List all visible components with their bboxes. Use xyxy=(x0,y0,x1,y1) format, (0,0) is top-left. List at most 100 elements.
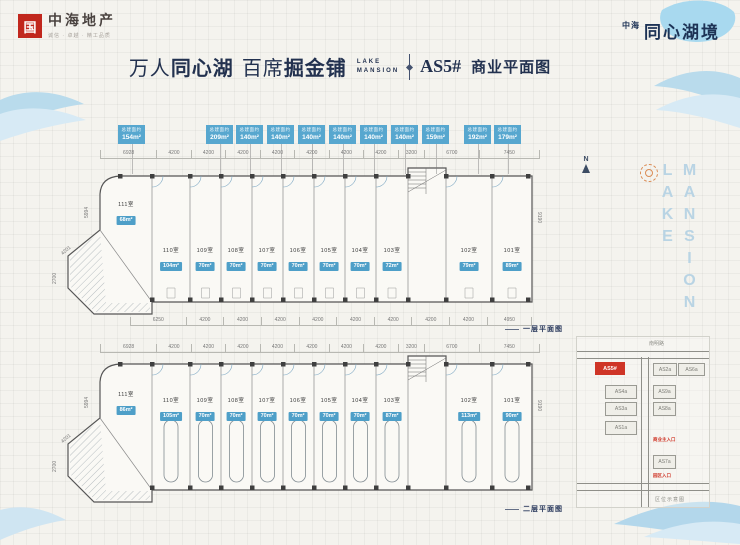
dimension-value: 4200 xyxy=(226,344,261,352)
unit-room: 101室 xyxy=(503,248,521,254)
unit-area: 87m² xyxy=(382,411,402,421)
title-part1-light: 万人 xyxy=(128,58,171,80)
brand-glyph: 国 xyxy=(23,19,37,35)
badge-value: 140m² xyxy=(302,134,321,141)
dimension-value: 4200 xyxy=(300,317,338,325)
dimension-value: 9190 xyxy=(536,400,542,412)
dimension-value: 4200 xyxy=(337,317,375,325)
unit-area: 70m² xyxy=(195,261,215,271)
badge-value: 192m² xyxy=(468,134,487,141)
dimension-value: 4200 xyxy=(364,344,399,352)
unit-area: 113m² xyxy=(458,411,480,421)
unit-label: 101室 89m² xyxy=(502,246,522,272)
unit-label: 103室 72m² xyxy=(382,246,402,272)
title-part2-light: 百席 xyxy=(241,58,284,80)
badge-value: 140m² xyxy=(240,134,259,141)
badge-caption: 总建面约 xyxy=(425,127,446,132)
unit-label: 109室 70m² xyxy=(195,246,215,272)
total-area-badge: 总建面约 192m² xyxy=(464,125,491,174)
unit-label: 111室 68m² xyxy=(116,200,136,226)
badge-caption: 总建面约 xyxy=(467,127,488,132)
unit-label: 103室 87m² xyxy=(382,396,402,422)
floor2-plan-drawing xyxy=(67,355,533,503)
badge-caption: 总建面约 xyxy=(301,127,322,132)
unit-room: 102室 xyxy=(460,248,478,254)
dimension-value: 5994 xyxy=(84,396,90,408)
unit-area: 68m² xyxy=(116,215,136,225)
dimension-value: 4200 xyxy=(295,344,330,352)
title-cn: 万人同心湖百席掘金铺 xyxy=(129,52,347,81)
page-title: 万人同心湖百席掘金铺 LAKE MANSION AS5# 商业平面图 xyxy=(0,52,680,81)
map-plot: AS2a xyxy=(653,363,677,376)
unit-area: 70m² xyxy=(319,411,339,421)
badge-caption: 总建面约 xyxy=(363,127,384,132)
unit-area: 70m² xyxy=(350,261,370,271)
unit-room: 105室 xyxy=(320,398,338,404)
floor2-caption: 二层平面图 xyxy=(505,504,563,514)
brand-tagline: 诚信 · 卓越 · 精工品质 xyxy=(48,33,111,40)
brand-logo: 国 中海地产 诚信 · 卓越 · 精工品质 xyxy=(18,14,116,39)
dimension-value: 3200 xyxy=(399,344,426,352)
dimension-value: 4200 xyxy=(330,150,365,158)
map-plot: AS8a xyxy=(653,402,676,416)
dimension-value: 5994 xyxy=(84,206,90,218)
badge-caption: 总建面约 xyxy=(239,127,260,132)
unit-room: 110室 xyxy=(162,248,180,254)
unit-room: 103室 xyxy=(383,248,401,254)
stair-core xyxy=(407,356,447,382)
dimension-value: 4200 xyxy=(157,150,192,158)
dimension-value: 4200 xyxy=(262,317,300,325)
project-name: 同心湖境 xyxy=(644,23,720,42)
dimension-value: 4200 xyxy=(192,344,227,352)
badge-value: 140m² xyxy=(395,134,414,141)
unit-room: 104室 xyxy=(351,248,369,254)
wave-left-decoration xyxy=(0,92,86,141)
ramp-hatch xyxy=(70,420,150,500)
dimension-value: 6700 xyxy=(425,344,480,352)
location-map: 南明路 AS5# AS2a AS6a AS4a AS3a AS1a AS9a A… xyxy=(576,336,710,508)
brand-company: 中海地产 xyxy=(48,14,116,29)
dimension-value: 4200 xyxy=(187,317,225,325)
dimension-value: 2700 xyxy=(52,460,58,472)
unit-room: 109室 xyxy=(196,248,214,254)
unit-room: 103室 xyxy=(383,398,401,404)
badge-caption: 总建面约 xyxy=(332,127,353,132)
unit-room: 101室 xyxy=(503,398,521,404)
unit-room: 111室 xyxy=(118,392,134,398)
map-plot: AS6a xyxy=(678,363,705,376)
dimension-value: 4200 xyxy=(261,344,296,352)
unit-area: 70m² xyxy=(288,411,308,421)
unit-room: 111室 xyxy=(118,202,134,208)
unit-area: 89m² xyxy=(502,261,522,271)
unit-area: 105m² xyxy=(160,411,182,421)
floor2-top-dimensions: 6928 4200 4200 4200 4200 4200 4200 4200 … xyxy=(100,344,540,353)
unit-area: 70m² xyxy=(288,261,308,271)
badge-value: 140m² xyxy=(271,134,290,141)
dimension-value: 4200 xyxy=(295,150,330,158)
road-horizontal-bottom xyxy=(577,483,709,491)
total-area-badge: 总建面约 140m² xyxy=(236,125,263,174)
dimension-value: 2700 xyxy=(52,272,58,284)
unit-area: 72m² xyxy=(382,261,402,271)
dimension-value: 4200 xyxy=(330,344,365,352)
vertical-en-name-lake: LAKE xyxy=(659,162,676,250)
title-en-line1: LAKE xyxy=(356,58,382,65)
badge-value: 209m² xyxy=(210,134,229,141)
dimension-value: 6928 xyxy=(100,150,158,158)
stair-core xyxy=(407,168,447,194)
building-code: AS5# xyxy=(420,56,462,76)
